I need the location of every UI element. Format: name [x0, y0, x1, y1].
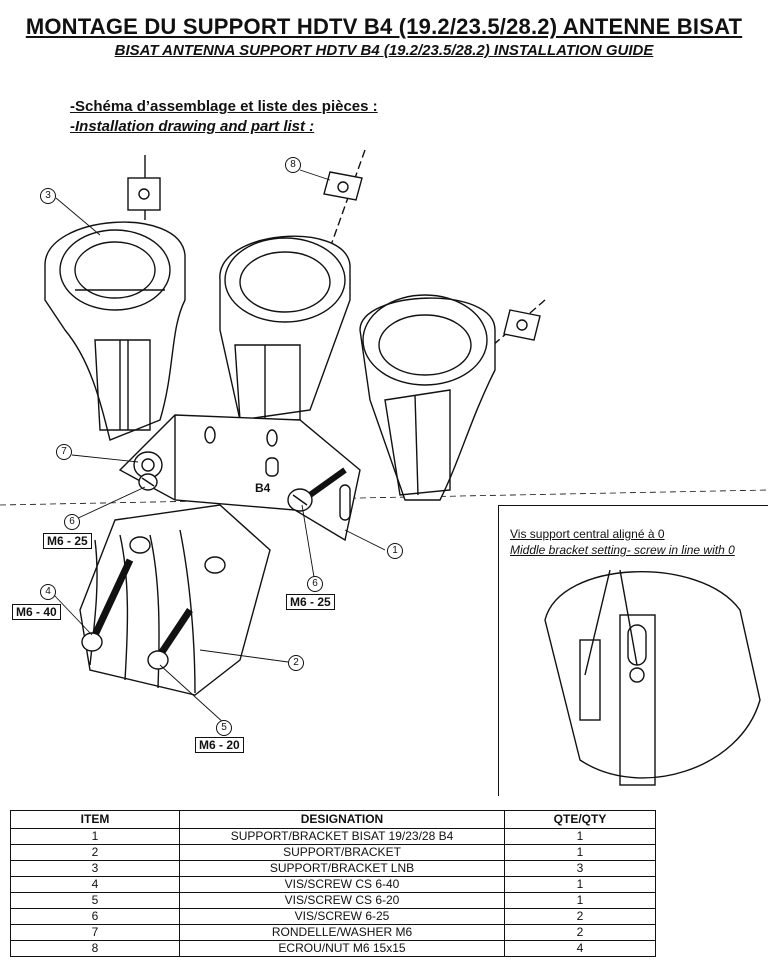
screw-left: [138, 473, 158, 491]
inset-caption-french: Vis support central aligné à 0: [510, 527, 665, 541]
designation-cell: VIS/SCREW CS 6-20: [179, 892, 505, 909]
inset-caption-english: Middle bracket setting- screw in line wi…: [510, 543, 735, 557]
item-cell: 8: [10, 940, 180, 957]
nut-right: [503, 309, 541, 341]
label-m6-40: M6 - 40: [12, 604, 61, 620]
header-qty: QTE/QTY: [504, 810, 656, 829]
label-m6-20: M6 - 20: [195, 737, 244, 753]
header-designation: DESIGNATION: [179, 810, 505, 829]
inset-detail: [544, 569, 761, 786]
nut-left: [127, 177, 161, 211]
item-cell: 1: [10, 828, 180, 845]
designation-cell: VIS/SCREW CS 6-40: [179, 876, 505, 893]
label-m6-25-right: M6 - 25: [286, 594, 335, 610]
item-cell: 5: [10, 892, 180, 909]
qty-cell: 1: [504, 844, 656, 861]
plate-marking: B4: [255, 481, 271, 495]
screw-m6-20: [147, 608, 193, 670]
section-heading-english: -Installation drawing and part list :: [70, 118, 315, 135]
qty-cell: 1: [504, 876, 656, 893]
callout-7: 7: [56, 444, 72, 460]
nut-middle: [323, 171, 363, 201]
item-cell: 4: [10, 876, 180, 893]
callout-4: 4: [40, 584, 56, 600]
title-english: BISAT ANTENNA SUPPORT HDTV B4 (19.2/23.5…: [114, 42, 654, 59]
callout-3: 3: [40, 188, 56, 204]
screw-right-m6-25: [287, 467, 347, 512]
qty-cell: 2: [504, 908, 656, 925]
lnb-bracket-middle: [219, 235, 351, 421]
designation-cell: VIS/SCREW 6-25: [179, 908, 505, 925]
lnb-bracket-right: [359, 294, 496, 501]
item-cell: 3: [10, 860, 180, 877]
callout-6-left: 6: [64, 514, 80, 530]
inset-frame: [498, 505, 768, 796]
qty-cell: 1: [504, 828, 656, 845]
designation-cell: SUPPORT/BRACKET LNB: [179, 860, 505, 877]
lower-bracket: [79, 504, 271, 696]
designation-cell: ECROU/NUT M6 15x15: [179, 940, 505, 957]
header-item: ITEM: [10, 810, 180, 829]
callout-1: 1: [387, 543, 403, 559]
designation-cell: SUPPORT/BRACKET BISAT 19/23/28 B4: [179, 828, 505, 845]
lnb-bracket-left: [44, 221, 186, 441]
designation-cell: SUPPORT/BRACKET: [179, 844, 505, 861]
callout-8: 8: [285, 157, 301, 173]
section-heading-french: -Schéma d’assemblage et liste des pièces…: [70, 98, 378, 115]
item-cell: 7: [10, 924, 180, 941]
callout-2: 2: [288, 655, 304, 671]
qty-cell: 3: [504, 860, 656, 877]
qty-cell: 2: [504, 924, 656, 941]
callout-6-right: 6: [307, 576, 323, 592]
screw-m6-40: [81, 558, 134, 652]
title-french: MONTAGE DU SUPPORT HDTV B4 (19.2/23.5/28…: [25, 14, 743, 39]
reference-line: [0, 489, 768, 506]
qty-cell: 1: [504, 892, 656, 909]
qty-cell: 4: [504, 940, 656, 957]
item-cell: 2: [10, 844, 180, 861]
installation-drawing: B4: [0, 149, 768, 786]
item-cell: 6: [10, 908, 180, 925]
designation-cell: RONDELLE/WASHER M6: [179, 924, 505, 941]
label-m6-25-left: M6 - 25: [43, 533, 92, 549]
callout-5: 5: [216, 720, 232, 736]
table-header-row: ITEM DESIGNATION QTE/QTY: [10, 810, 656, 829]
